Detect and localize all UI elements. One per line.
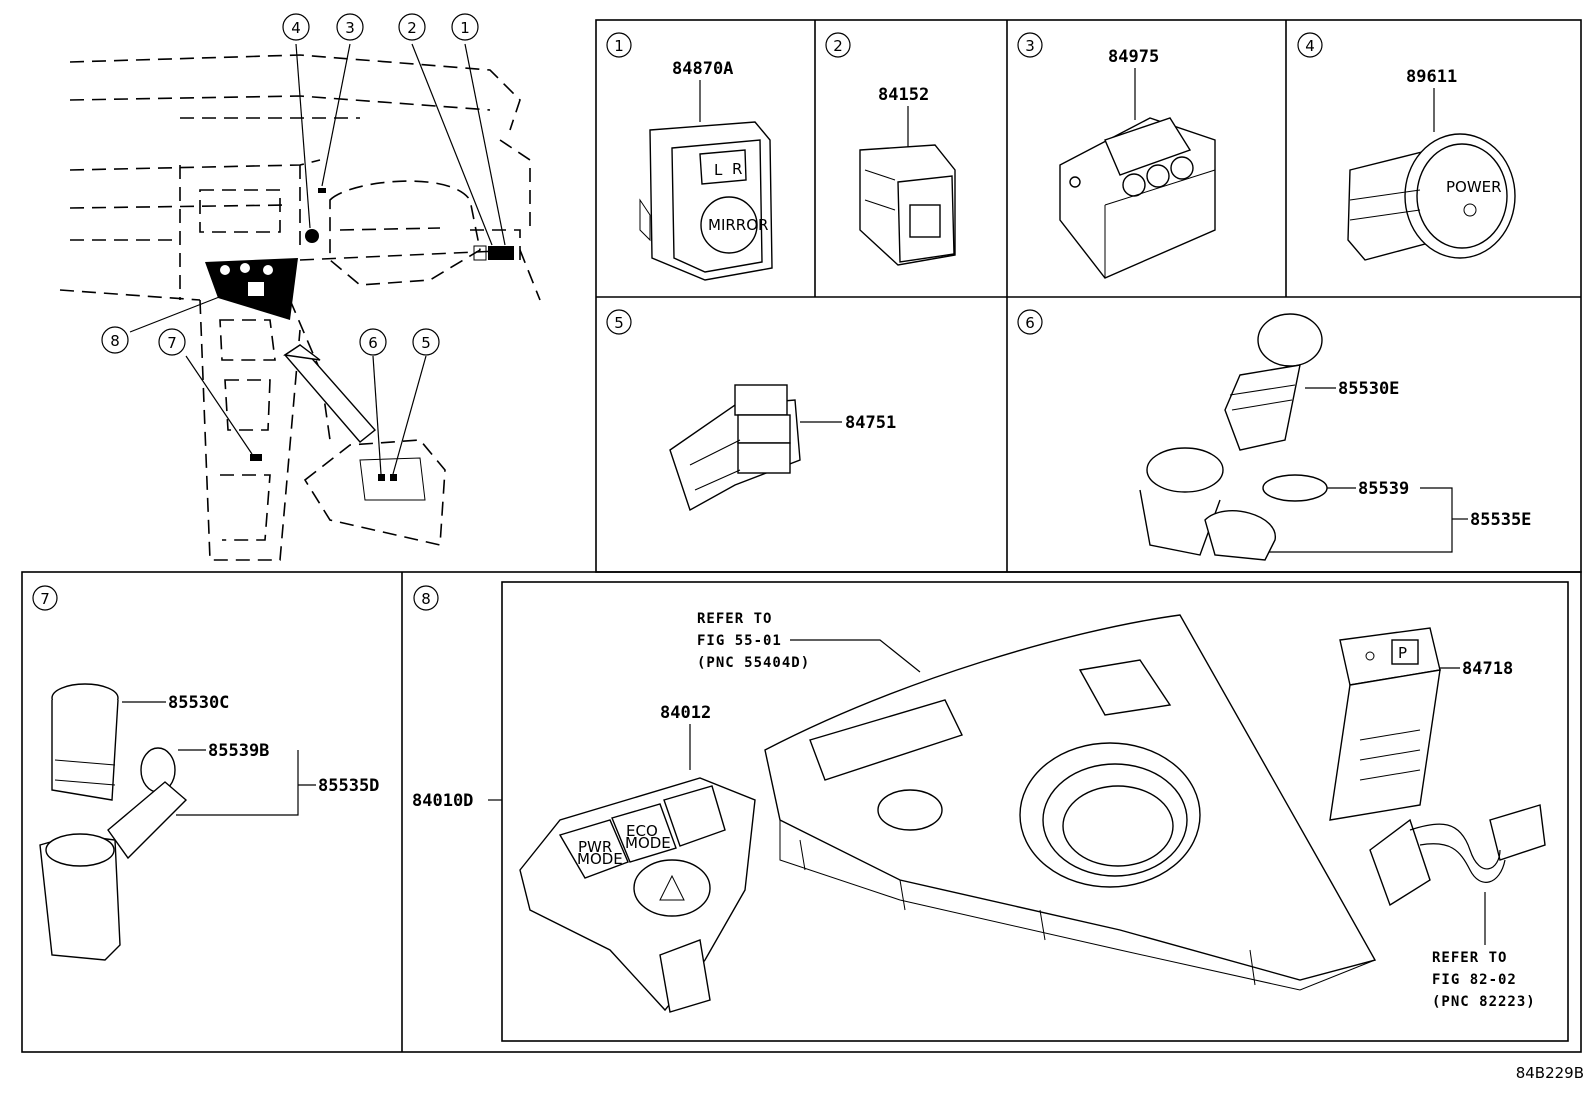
- overview-callouts: 4 3 2 1 8 7 6 5: [101, 13, 479, 356]
- svg-text:6: 6: [1025, 314, 1035, 332]
- svg-text:2: 2: [833, 37, 843, 55]
- overview-leaders: [129, 43, 506, 475]
- part-84012: 84012: [660, 703, 711, 723]
- overview-callout-7: 7: [158, 328, 186, 356]
- harness-drawing: [1369, 804, 1546, 907]
- panel-6: 6 85530E 85539 85535E: [1017, 309, 1531, 561]
- svg-text:PWR: PWR: [578, 838, 612, 856]
- svg-text:REFER TO: REFER TO: [697, 611, 772, 627]
- overview-callout-1: 1: [451, 13, 479, 41]
- svg-text:2: 2: [407, 19, 417, 37]
- svg-text:1: 1: [614, 37, 624, 55]
- panel-3: 3 84975: [1017, 32, 1216, 279]
- part-85539B: 85539B: [208, 741, 269, 761]
- svg-text:R: R: [732, 160, 742, 178]
- part-85535E: 85535E: [1470, 510, 1531, 530]
- switch-block-84012-drawing: PWR MODE ECO MODE: [519, 777, 756, 1013]
- part-85530E: 85530E: [1338, 379, 1399, 399]
- part-84870A: 84870A: [672, 59, 733, 79]
- mirror-switch-drawing: L R MIRROR: [639, 121, 773, 281]
- switch-84975-drawing: [1059, 117, 1216, 279]
- refer-note-55-01: REFER TO FIG 55-01 (PNC 55404D): [697, 611, 921, 673]
- panel-5: 5 84751: [606, 309, 896, 512]
- socket-85530C-drawing: [51, 683, 176, 801]
- svg-text:5: 5: [421, 334, 431, 352]
- diagram-id: 84B229B: [1516, 1064, 1584, 1082]
- svg-text:6: 6: [368, 334, 378, 352]
- power-switch-drawing: POWER: [1347, 133, 1516, 261]
- svg-text:4: 4: [291, 19, 301, 37]
- svg-text:MIRROR: MIRROR: [708, 216, 768, 234]
- seat-heater-switch-drawing: [669, 384, 801, 512]
- part-89611: 89611: [1406, 67, 1457, 87]
- svg-text:POWER: POWER: [1446, 178, 1502, 196]
- part-84751: 84751: [845, 413, 896, 433]
- refer-note-82-02: REFER TO FIG 82-02 (PNC 82223): [1432, 892, 1536, 1010]
- overview-callout-6: 6: [359, 328, 387, 356]
- svg-text:FIG 55-01: FIG 55-01: [697, 633, 782, 649]
- svg-text:L: L: [714, 161, 723, 179]
- svg-text:ECO: ECO: [626, 822, 658, 840]
- panel-2: 2 84152: [825, 32, 956, 266]
- part-84152: 84152: [878, 85, 929, 105]
- svg-text:MODE: MODE: [577, 850, 623, 868]
- park-switch-84718-drawing: P: [1329, 627, 1441, 821]
- svg-text:8: 8: [421, 590, 431, 608]
- svg-text:P: P: [1398, 644, 1407, 662]
- svg-text:7: 7: [167, 334, 177, 352]
- svg-text:4: 4: [1305, 37, 1315, 55]
- svg-text:FIG 82-02: FIG 82-02: [1432, 972, 1517, 988]
- svg-text:5: 5: [614, 314, 624, 332]
- svg-text:1: 1: [460, 19, 470, 37]
- switch-84152-drawing: [859, 144, 956, 266]
- part-85535D: 85535D: [318, 776, 379, 796]
- part-85530C: 85530C: [168, 693, 229, 713]
- overview-callout-8: 8: [101, 326, 129, 354]
- overview-callout-2: 2: [398, 13, 426, 41]
- svg-text:8: 8: [110, 332, 120, 350]
- svg-text:3: 3: [345, 19, 355, 37]
- panel-frames: [21, 19, 1582, 1053]
- socket-cap-85535E-drawing: [1139, 447, 1276, 561]
- svg-text:REFER TO: REFER TO: [1432, 950, 1507, 966]
- svg-text:(PNC 82223): (PNC 82223): [1432, 994, 1536, 1010]
- socket-85535D-drawing: [39, 781, 188, 961]
- part-84718: 84718: [1462, 659, 1513, 679]
- panel-8: 8 84010D 84012 84718 REFER TO FIG 55-01 …: [412, 585, 1546, 1013]
- dashboard-overview: [59, 54, 541, 561]
- panel-7: 7 85530C 85539B 85535D: [32, 585, 379, 961]
- part-84975: 84975: [1108, 47, 1159, 67]
- part-84010D: 84010D: [412, 791, 473, 811]
- svg-text:MODE: MODE: [625, 834, 671, 852]
- svg-text:(PNC 55404D): (PNC 55404D): [697, 655, 810, 671]
- part-85539: 85539: [1358, 479, 1409, 499]
- overview-callout-4: 4: [282, 13, 310, 41]
- svg-text:3: 3: [1025, 37, 1035, 55]
- panel-1: 1 84870A L R MIRROR: [606, 32, 773, 281]
- svg-text:7: 7: [40, 590, 50, 608]
- console-panel-drawing: [764, 614, 1377, 991]
- socket-85530E-drawing: [1224, 313, 1328, 502]
- overview-callout-5: 5: [412, 328, 440, 356]
- overview-callout-3: 3: [336, 13, 364, 41]
- panel-4: 4 89611 POWER: [1297, 32, 1516, 261]
